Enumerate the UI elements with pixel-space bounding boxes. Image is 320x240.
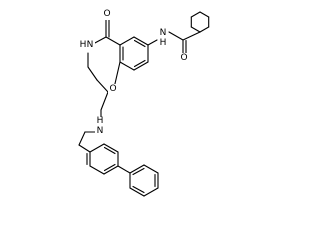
- structure-canvas: O N H O N H O N H: [78, 9, 210, 197]
- benzo-ring: [119, 36, 149, 71]
- amide-nitrogen-label: N: [160, 28, 167, 38]
- lactam-nitrogen-label: N: [87, 40, 94, 50]
- amide-oxygen-label: O: [180, 53, 187, 63]
- cyclohexane-ring: [190, 11, 210, 33]
- lactam-ring: [87, 19, 121, 93]
- amine-hydrogen-label: H: [97, 116, 104, 126]
- phenyl-ring-lower: [78, 143, 119, 175]
- phenyl-ring-terminal: [117, 164, 159, 197]
- ketone-oxygen-label: O: [103, 9, 110, 19]
- lactam-hydrogen-label: H: [80, 40, 87, 50]
- molecule-drawing: O N H O N H O N H: [78, 9, 210, 197]
- atom-labels: O N H O N H O N H: [80, 9, 189, 136]
- amine-nitrogen-label: N: [97, 126, 104, 136]
- ring-oxygen-label: O: [109, 84, 116, 94]
- amide-hydrogen-label: H: [160, 38, 167, 48]
- amide-linker: [147, 31, 201, 54]
